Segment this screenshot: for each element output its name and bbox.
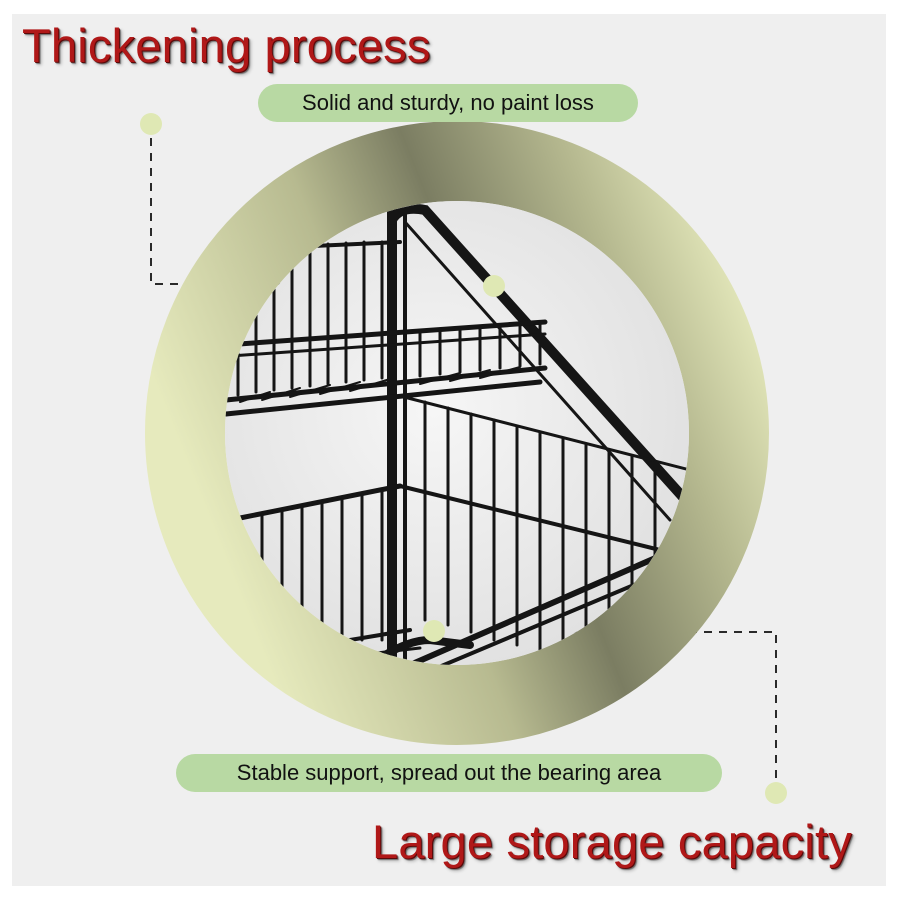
heading-storage: Large storage capacity (372, 815, 852, 868)
marker-dot-bottom-right (765, 782, 787, 804)
connector-lines (150, 138, 777, 780)
magnifier-ring (145, 121, 769, 745)
marker-dot-top-left (140, 113, 162, 135)
marker-dots (140, 113, 787, 804)
marker-dot-handle (483, 275, 505, 297)
callout-top: Solid and sturdy, no paint loss (258, 84, 638, 122)
marker-dot-base (423, 620, 445, 642)
callout-bottom: Stable support, spread out the bearing a… (176, 754, 722, 792)
heading-thickening: Thickening process (22, 19, 431, 72)
